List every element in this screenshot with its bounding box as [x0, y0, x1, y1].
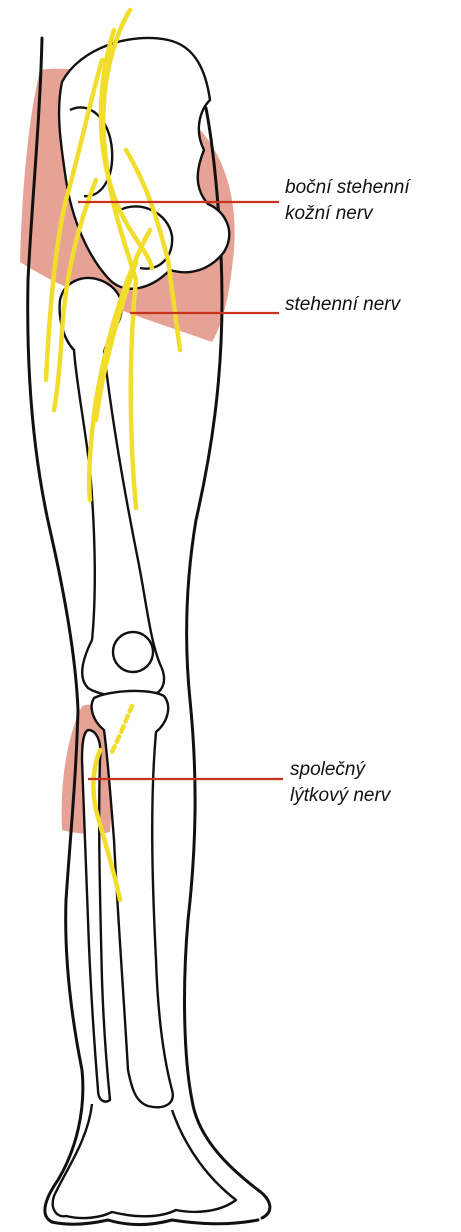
label-line: lýtkový nerv: [290, 783, 390, 809]
label-common-peroneal-nerve: společný lýtkový nerv: [290, 757, 390, 809]
label-line: stehenní nerv: [285, 292, 400, 318]
label-line: společný: [290, 757, 390, 783]
label-femoral-nerve: stehenní nerv: [285, 292, 400, 318]
label-line: kožní nerv: [285, 201, 410, 227]
label-line: boční stehenní: [285, 175, 410, 201]
lower-leg-bones: [82, 691, 173, 1107]
label-lateral-femoral-cutaneous-nerve: boční stehenní kožní nerv: [285, 175, 410, 227]
